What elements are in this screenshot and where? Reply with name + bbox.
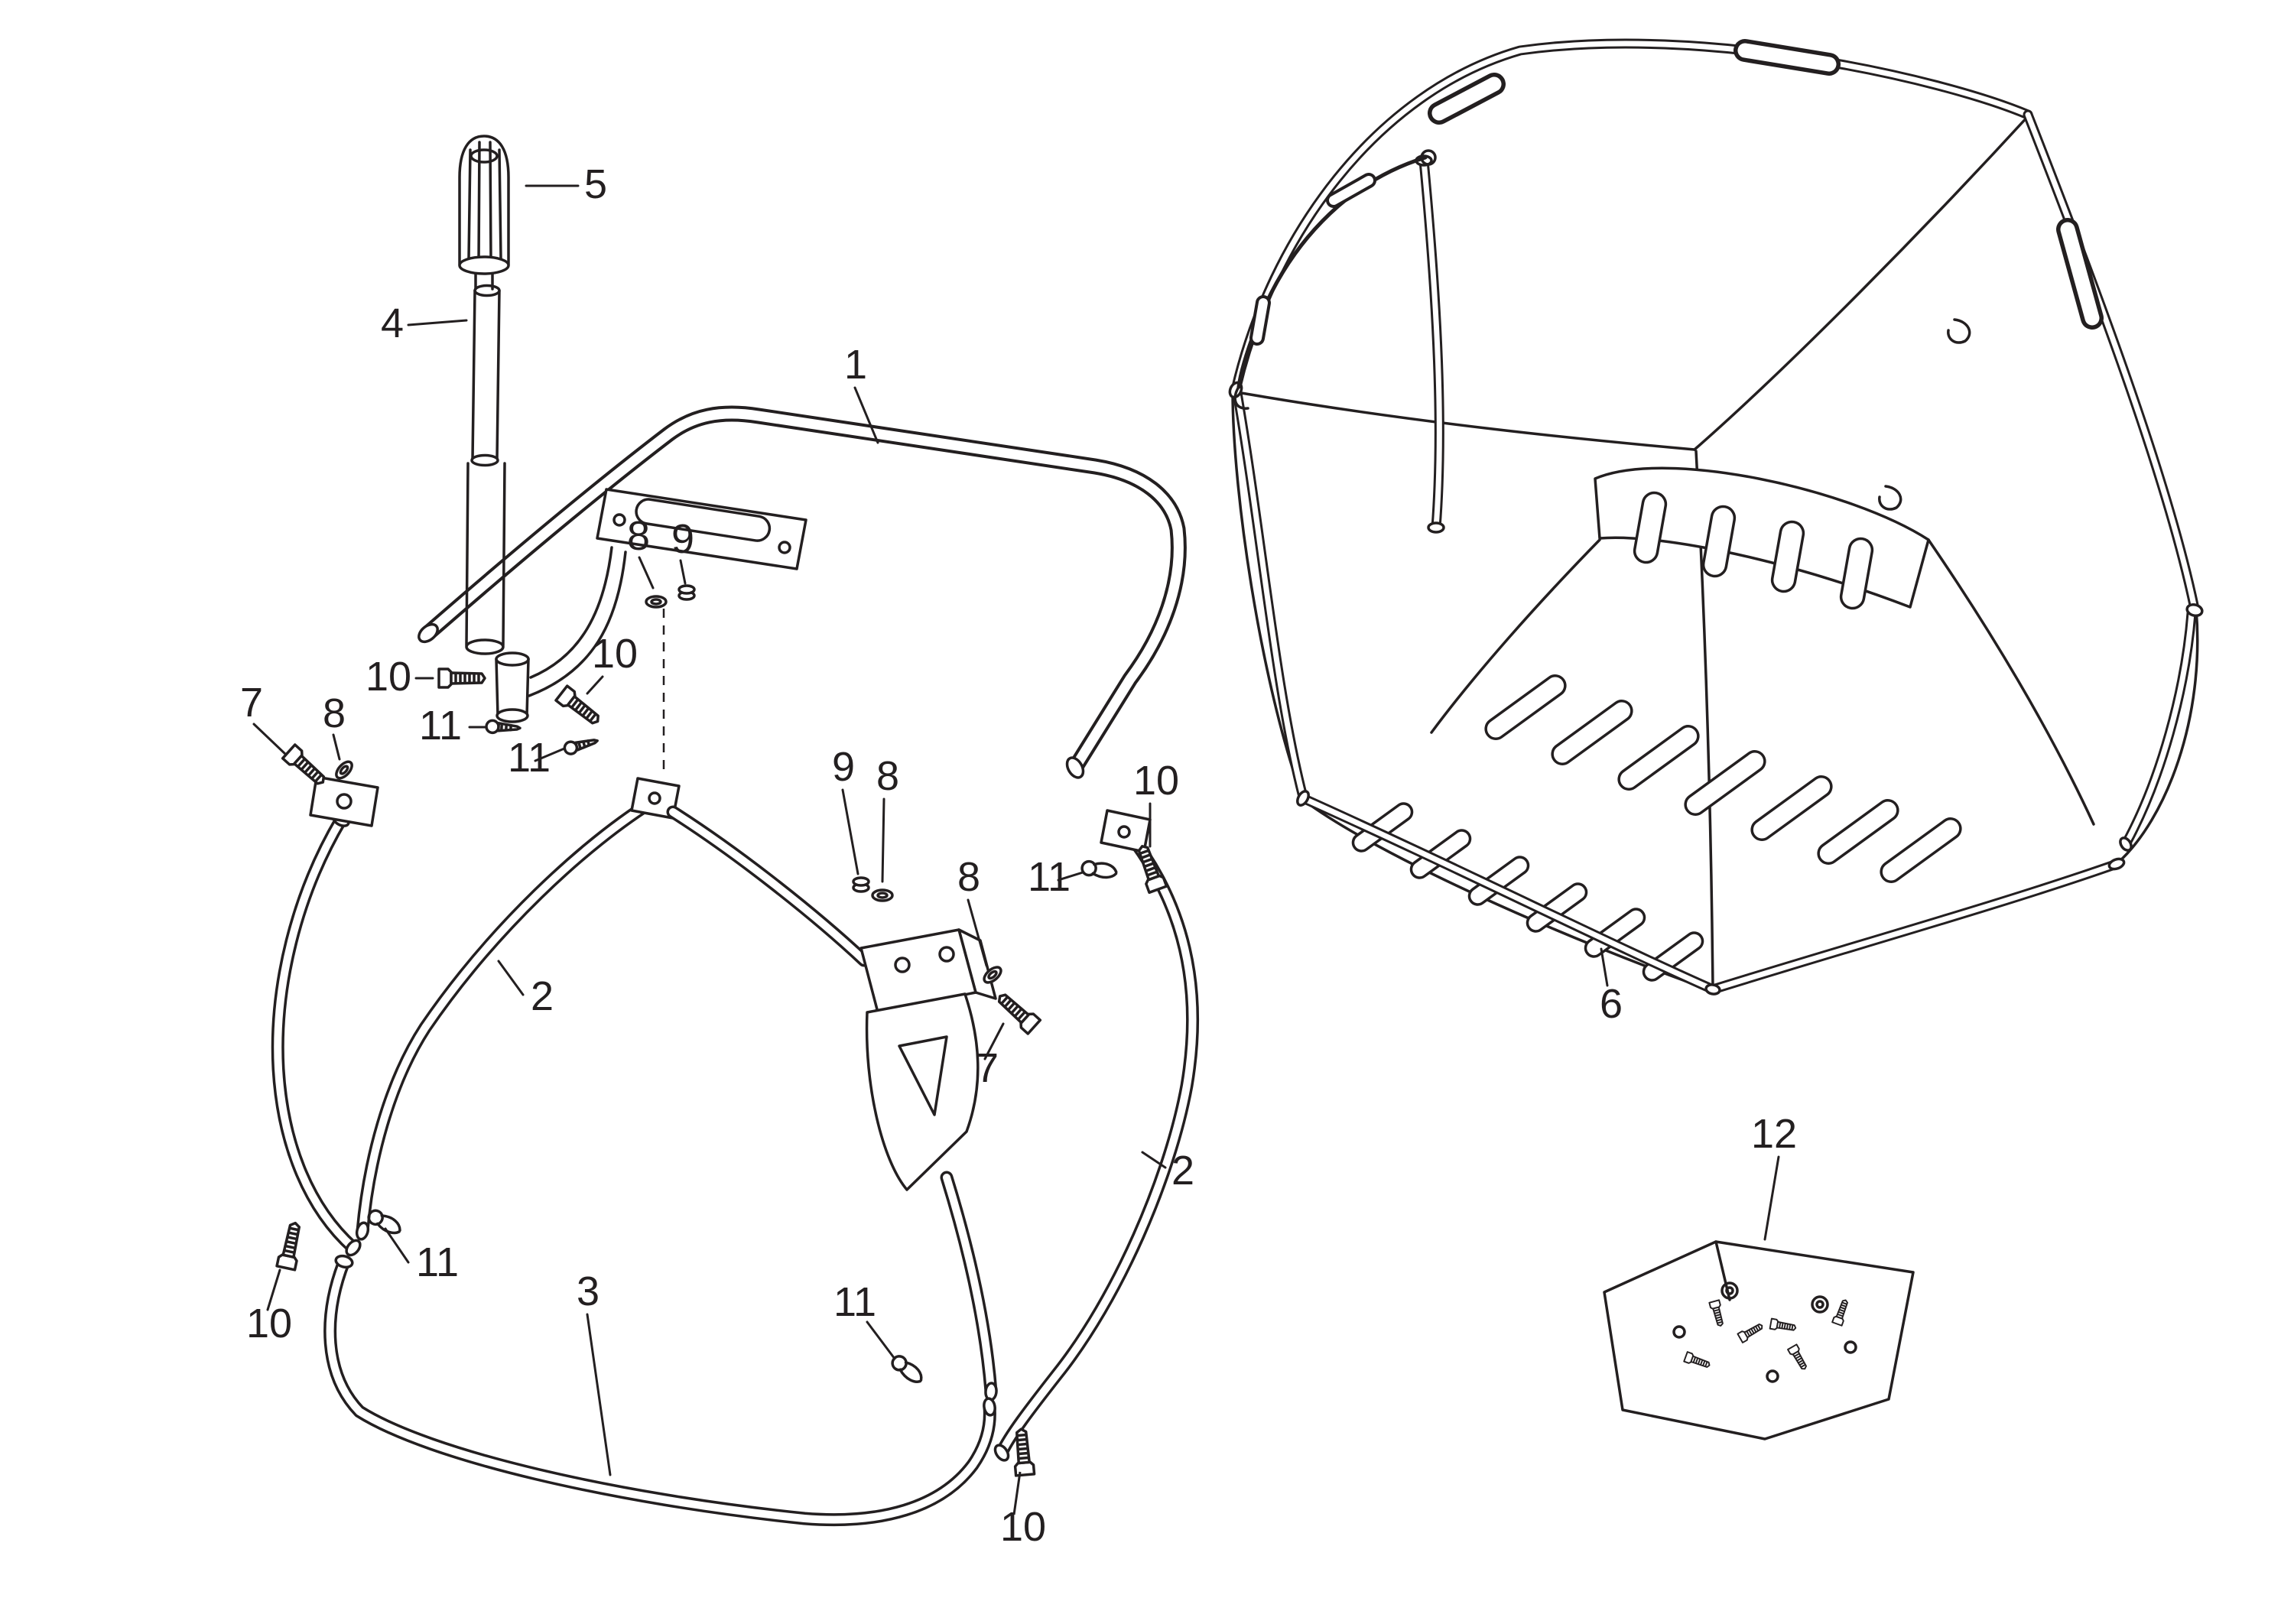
callout-11-a: 11 <box>419 703 462 749</box>
callout-2-a: 2 <box>531 973 554 1019</box>
bag-back-vent-panel <box>1594 466 1930 610</box>
washer-8-c <box>871 888 894 902</box>
bag-elastic-cord <box>1233 149 1437 410</box>
bag-hooks <box>1878 318 1971 511</box>
callout-11-c: 11 <box>1028 854 1071 900</box>
locknut-9-a <box>677 584 696 601</box>
callout-3: 3 <box>577 1268 599 1314</box>
part-side-frame-right <box>993 809 1200 1462</box>
bag-rim-frame <box>1228 38 2204 996</box>
bag-floor-slots <box>1484 674 1962 883</box>
handle-socket <box>495 546 627 723</box>
callout-8-d: 8 <box>957 854 980 900</box>
callout-10-b: 10 <box>592 631 638 677</box>
bolt-10-d <box>275 1220 306 1272</box>
handle-mount-plate <box>596 488 807 570</box>
center-bracket-assembly <box>859 928 998 1402</box>
callout-11-e: 11 <box>833 1279 876 1325</box>
hardware-fasteners <box>1672 1281 1857 1383</box>
part-top-frame <box>418 405 1187 779</box>
callout-1: 1 <box>844 342 867 388</box>
callout-6: 6 <box>1600 981 1623 1027</box>
callout-11-d: 11 <box>416 1239 459 1285</box>
callout-7-b: 7 <box>976 1045 999 1091</box>
callout-labels: 5 4 1 8 9 10 11 10 11 7 8 9 8 8 7 10 11 … <box>240 161 1797 1550</box>
screw-11-b <box>561 733 601 757</box>
callout-leader-lines <box>252 184 1780 1515</box>
fasteners <box>275 584 1168 1477</box>
bolt-10-c <box>1132 841 1168 895</box>
callout-12: 12 <box>1751 1111 1797 1157</box>
callout-5: 5 <box>584 161 607 207</box>
clip-11-c <box>1080 859 1119 881</box>
callout-9-b: 9 <box>832 744 855 790</box>
part-handle-grip <box>458 135 510 291</box>
callout-10-a: 10 <box>366 654 411 700</box>
hardware-bag <box>1603 1240 1915 1440</box>
callout-9-a: 9 <box>671 516 694 562</box>
callout-8-a: 8 <box>627 513 650 559</box>
washer-8-a <box>645 595 668 609</box>
callout-10-e: 10 <box>1000 1504 1046 1550</box>
part-bottom-frame <box>323 1254 996 1527</box>
bolt-7-a <box>281 743 331 791</box>
locknut-9-b <box>852 876 870 893</box>
bag-front-lip-slots <box>1351 802 1704 982</box>
bag-rim-grips <box>1428 39 2104 330</box>
callout-8-c: 8 <box>876 753 899 799</box>
callout-7-a: 7 <box>240 680 263 726</box>
callout-8-b: 8 <box>323 690 346 736</box>
bolt-10-a <box>437 667 486 689</box>
callout-10-c: 10 <box>1133 758 1179 804</box>
part-hardware-kit <box>1603 1240 1915 1440</box>
callout-2-b: 2 <box>1171 1148 1194 1194</box>
part-side-frame-left <box>271 775 871 1257</box>
part-bag-assembly <box>1228 38 2204 996</box>
callout-4: 4 <box>381 300 404 346</box>
bolt-10-b <box>554 684 605 730</box>
callout-10-d: 10 <box>246 1301 292 1346</box>
washer-8-b <box>332 757 356 783</box>
callout-11-b: 11 <box>508 735 551 781</box>
clip-11-d <box>365 1207 405 1238</box>
